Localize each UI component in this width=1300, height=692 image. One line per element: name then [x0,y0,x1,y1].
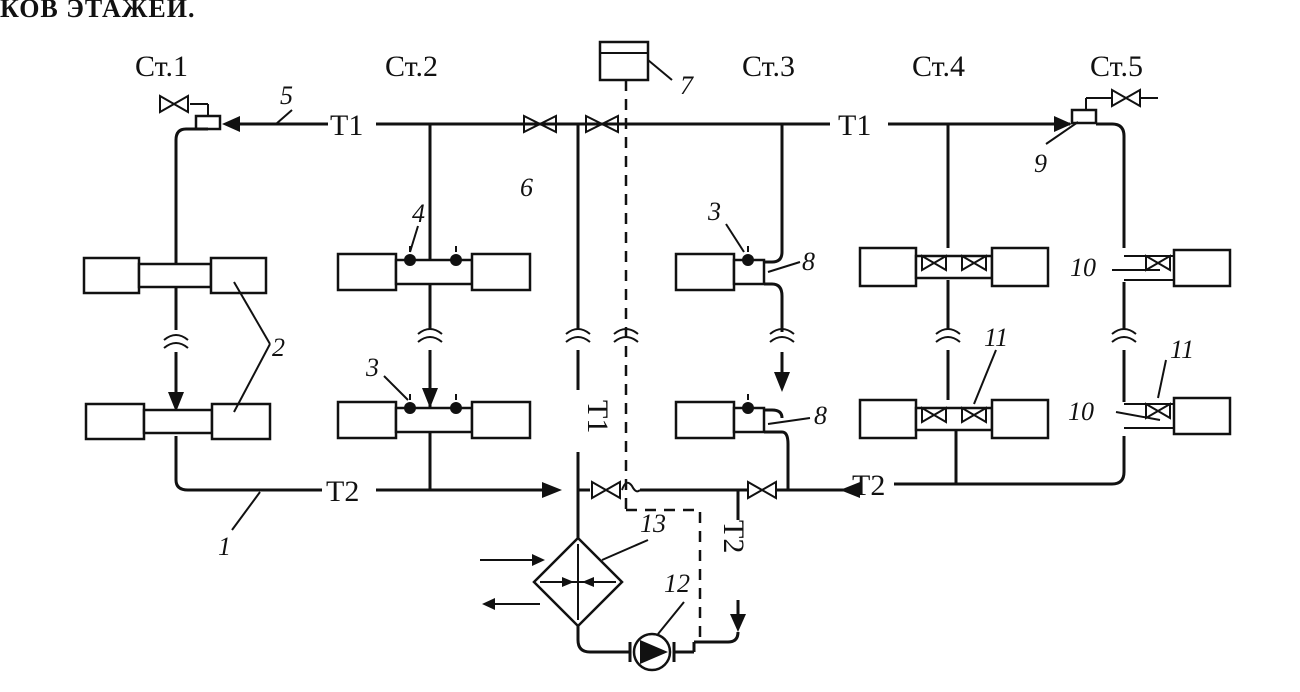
air-vent-st5 [1070,88,1158,125]
riser-label-st4: Ст.4 [912,50,965,83]
label-t1-right: Т1 [838,109,871,142]
gate-valve-top-2 [585,114,619,134]
break-marks-st2 [417,328,443,343]
label-t1-left: Т1 [330,109,363,142]
break-marks-st1 [163,334,189,349]
radiator-pair-st2-lower [336,394,532,440]
leader-lines [231,109,1167,531]
riser-st4 [935,124,961,400]
radiator-pair-st1-upper [82,256,268,295]
callout-5: 5 [280,81,293,110]
callout-13: 13 [640,509,666,538]
label-t1-vertical: Т1 [581,400,614,433]
header-fragment: КОВ ЭТАЖЕЙ. [0,0,196,23]
callout-1: 1 [218,532,231,561]
callout-12: 12 [664,569,690,598]
riser-st5 [1096,122,1137,402]
callout-11-st5: 11 [1170,335,1194,364]
radiator-pair-st4-upper [858,246,1050,288]
label-t2-vertical: Т2 [717,520,750,553]
air-vent-st1 [159,94,222,131]
callout-11-st4: 11 [984,323,1008,352]
callout-4: 4 [412,199,425,228]
riser-label-st5: Ст.5 [1090,50,1143,83]
riser-st1 [168,124,432,492]
return-valves-center [578,480,860,500]
riser-label-st2: Ст.2 [385,50,438,83]
expansion-tank [598,40,673,510]
riser-label-st1: Ст.1 [135,50,188,83]
return-main-t2-right [894,436,1126,486]
return-arrow-left [542,482,562,498]
callout-9: 9 [1034,149,1047,178]
expansion-line [626,508,702,640]
main-supply-riser [565,124,639,538]
circulation-pump [576,601,696,672]
riser-st3 [764,124,795,490]
radiator-st3-lower [674,394,766,440]
callout-2: 2 [272,333,285,362]
radiator-st5-upper [1124,248,1232,288]
radiator-st5-lower [1124,396,1232,436]
radiator-pair-st4-lower [858,398,1050,440]
radiator-pair-st1-lower [84,402,272,441]
callout-3-st3: 3 [707,197,721,226]
return-drop-t2 [694,490,746,644]
flow-arrow-st2 [422,388,438,408]
radiator-pair-st2-upper [336,246,532,292]
callout-3-st2: 3 [365,353,379,382]
heat-exchanger [480,536,649,628]
label-t2-right: Т2 [852,469,885,502]
riser-label-st3: Ст.3 [742,50,795,83]
callout-8-upper: 8 [802,247,815,276]
radiator-st3-upper [674,246,766,292]
callout-10-upper: 10 [1070,253,1096,282]
callout-6: 6 [520,173,533,202]
callout-10-lower: 10 [1068,397,1094,426]
callout-8-lower: 8 [814,401,827,430]
callout-7: 7 [680,71,694,100]
label-t2-left: Т2 [326,475,359,508]
gate-valve-top-1 [523,114,557,134]
